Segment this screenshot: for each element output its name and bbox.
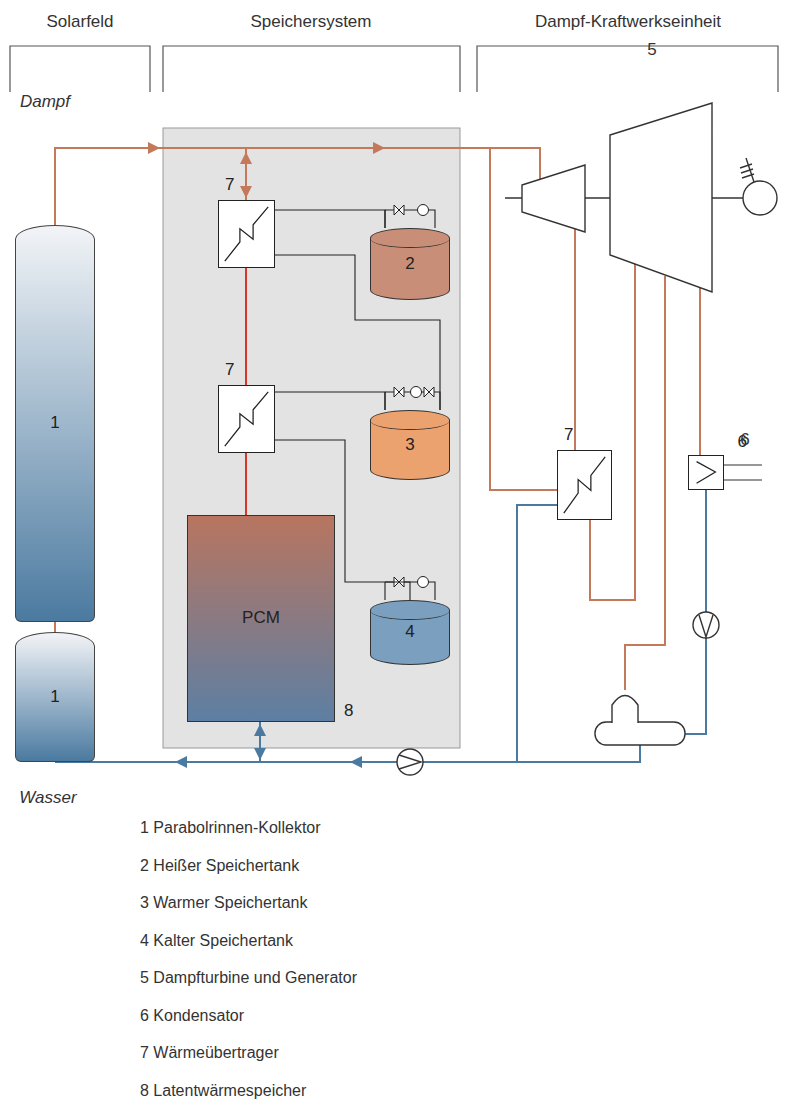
legend-entry: 3 Warmer Speichertank <box>140 893 307 912</box>
section-brackets <box>10 46 778 92</box>
callout-number: 7 <box>564 425 573 445</box>
node-label: 1 <box>50 413 59 433</box>
storage-panel <box>163 128 460 748</box>
exchanger-symbol <box>558 451 611 519</box>
heat-exchanger: 7 <box>218 200 275 268</box>
pipe-connector <box>55 622 56 632</box>
steam-arrows <box>148 142 385 198</box>
section-heading: Speichersystem <box>251 12 372 32</box>
node-label: 1 <box>50 687 59 707</box>
feedwater-tank <box>595 696 685 746</box>
legend-entry: 6 Kondensator <box>140 1006 244 1025</box>
callout-number: 6 <box>740 430 749 450</box>
medium-label: Dampf <box>20 92 70 112</box>
tank-lid <box>371 411 449 430</box>
storage-tank: 4 <box>370 600 450 665</box>
steam-pipes <box>55 148 700 690</box>
pipe-connector <box>246 268 247 385</box>
water-pipes <box>55 490 706 762</box>
medium-label: Wasser <box>19 788 76 808</box>
heat-exchanger: 7 <box>557 450 612 520</box>
water-arrows <box>175 724 362 768</box>
legend-entry: 5 Dampfturbine und Generator <box>140 968 357 987</box>
section-heading: Dampf-Kraftwerkseinheit <box>535 12 721 32</box>
callout-number: 5 <box>647 40 656 60</box>
legend-entry: 4 Kalter Speichertank <box>140 931 293 950</box>
callout-number: 8 <box>344 701 353 721</box>
tank-lid <box>371 229 449 248</box>
steam-turbine <box>505 103 777 292</box>
section-heading: Solarfeld <box>46 12 113 32</box>
node-label: PCM <box>242 608 280 628</box>
heat-exchanger: 7 <box>218 385 275 453</box>
legend-entry: 2 Heißer Speichertank <box>140 856 299 875</box>
pipe-connector <box>275 392 385 410</box>
node-label: 4 <box>405 622 414 642</box>
condenser-symbol <box>689 456 723 489</box>
legend-entry: 1 Parabolrinnen-Kollektor <box>140 818 321 837</box>
exchanger-symbol <box>219 201 274 267</box>
node-label: 3 <box>405 435 414 455</box>
tank-lid <box>371 601 449 620</box>
pipe-connector <box>275 210 385 228</box>
legend-entry: 8 Latentwärmespeicher <box>140 1081 306 1100</box>
cooling-water-lines <box>724 465 762 480</box>
callout-number: 7 <box>225 175 234 195</box>
storage-tank: 3 <box>370 410 450 480</box>
collector-trough: 1 <box>15 632 95 762</box>
exchanger-symbol <box>219 386 274 452</box>
legend-entry: 7 Wärmeübertrager <box>140 1043 279 1062</box>
node-label: 2 <box>405 254 414 274</box>
condenser-box: 6 <box>688 455 724 490</box>
pipe-connector <box>246 453 247 515</box>
collector-trough: 1 <box>15 225 95 622</box>
callout-number: 7 <box>225 360 234 380</box>
latent-storage: PCM8 <box>187 515 335 722</box>
storage-tank: 2 <box>370 228 450 300</box>
